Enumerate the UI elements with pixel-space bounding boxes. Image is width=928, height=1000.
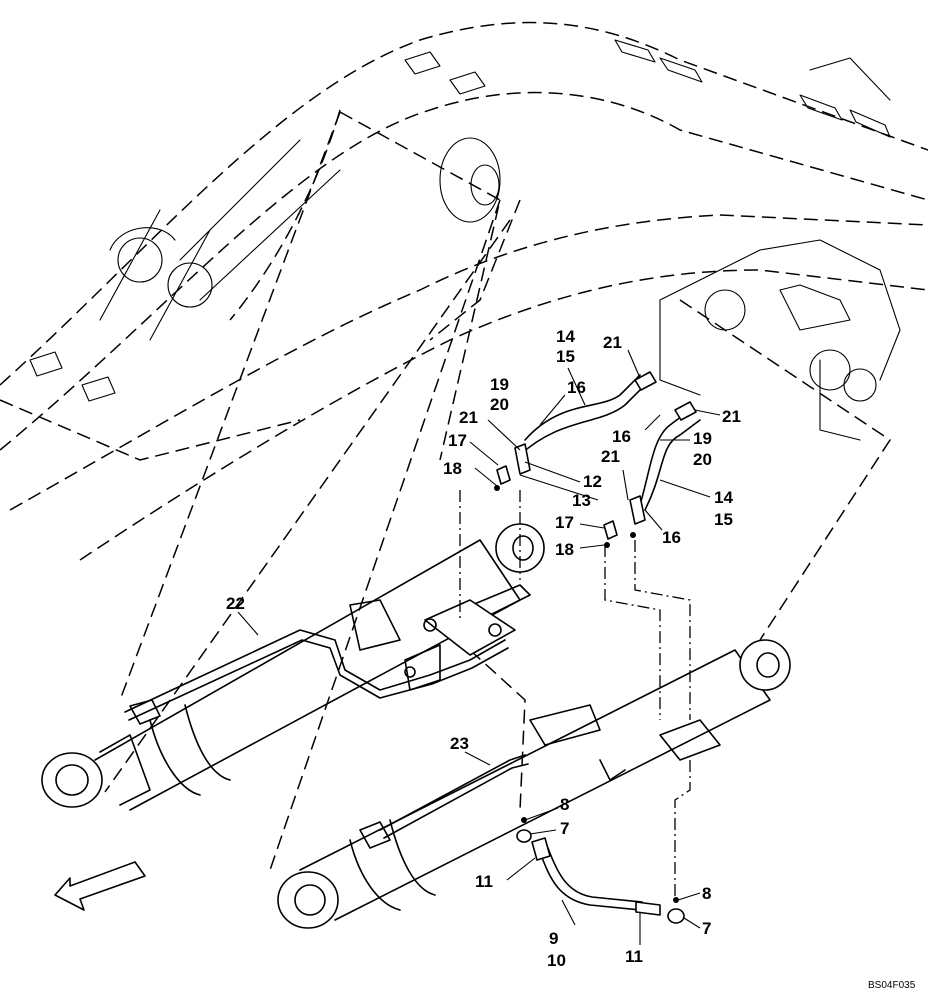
hose-9-10 [516,817,685,924]
callout-16: 16 [662,528,681,547]
callout-18: 18 [555,540,574,559]
callout-21: 21 [603,333,622,352]
callout-7: 7 [702,919,711,938]
valve-block [349,599,516,691]
callout-22: 22 [226,594,245,613]
callout-13: 13 [572,491,591,510]
callout-21: 21 [722,407,741,426]
callout-9: 9 [549,929,558,948]
callout-14: 14 [714,488,733,507]
callout-15: 15 [556,347,575,366]
callout-8: 8 [560,795,569,814]
callout-18: 18 [443,459,462,478]
callout-20: 20 [693,450,712,469]
callout-23: 23 [450,734,469,753]
pipe-22 [124,629,506,713]
callout-labels: 14 15 21 19 20 16 21 17 18 12 13 21 16 1… [226,327,741,970]
fittings [494,465,636,548]
boom-outline [0,21,928,561]
drawing-code: BS04F035 [868,980,916,991]
callout-7: 7 [560,819,569,838]
callout-11: 11 [475,872,493,891]
hoses-upper [514,371,701,525]
callout-17: 17 [555,513,574,532]
leader-lines [237,349,721,945]
callout-16: 16 [567,378,586,397]
callout-19: 19 [693,429,712,448]
callout-8: 8 [702,884,711,903]
callout-20: 20 [490,395,509,414]
callout-14: 14 [556,327,575,346]
mounting-lines [104,111,892,871]
callout-21: 21 [459,408,478,427]
callout-12: 12 [583,472,602,491]
callout-19: 19 [490,375,509,394]
callout-15: 15 [714,510,733,529]
arrow-icon [54,861,146,911]
connector-lines [459,490,691,900]
callout-11: 11 [625,947,643,966]
callout-10: 10 [547,951,566,970]
pipe-23 [379,754,526,831]
callout-16: 16 [612,427,631,446]
callout-17: 17 [448,431,467,450]
left-cylinder [41,523,545,811]
callout-21: 21 [601,447,620,466]
